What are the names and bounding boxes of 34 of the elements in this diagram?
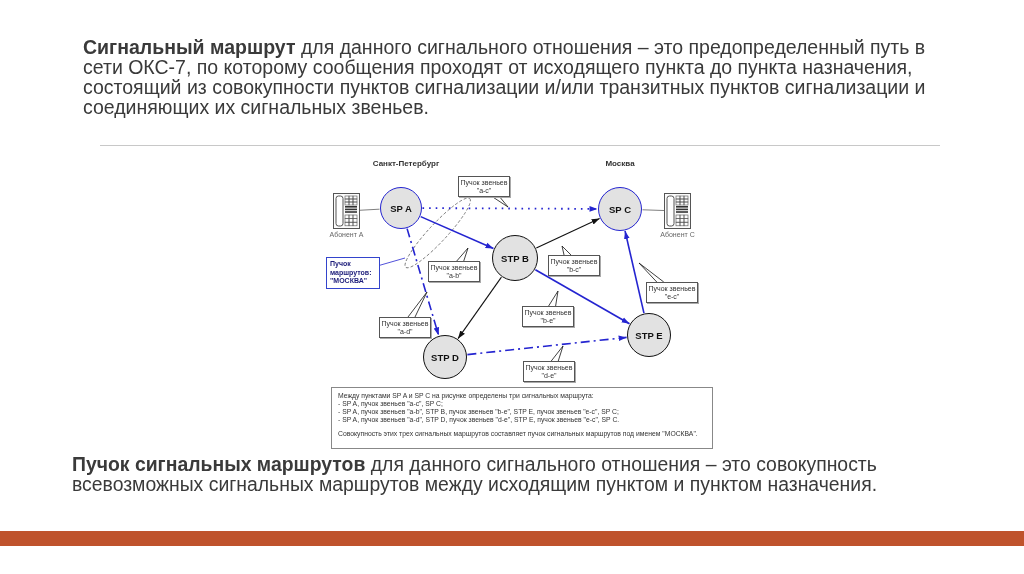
- city-heading: Москва: [605, 159, 635, 168]
- node-label: STP E: [635, 329, 663, 341]
- node-label: SP C: [609, 203, 631, 215]
- signal-point-circle: [627, 313, 671, 357]
- connector-line: [359, 208, 381, 211]
- paragraph-text: Сигнальный маршрут для данного сигнального отношения – это предопределенный путь в сети ОКС-7, по которому сообщения проходят от исходящего пункта до пункта назначения, состоящий из совокупности пунктов сигнализации и/или транзитных пунктов сигнализации и соединяющих их сигнальных звеньев.: [83, 37, 927, 117]
- signal-point-circle: [492, 235, 538, 281]
- callout-pointer: [638, 262, 665, 283]
- signal-point-circle: [423, 335, 467, 379]
- callout-pointer: [550, 345, 564, 362]
- callout-pointer: [548, 290, 559, 307]
- connector-line: [642, 209, 665, 212]
- leader-line: [379, 257, 406, 266]
- arrow: [466, 335, 628, 356]
- callout-pointer: [492, 196, 509, 208]
- callout-pointer: [561, 245, 572, 256]
- arrow: [534, 268, 631, 325]
- paragraph-text: Пучок сигнальных маршрутов для данного сигнального отношения – это совокупность всевозможных сигнальных маршрутов между исходящим пунктом и пунктом назначения.: [72, 454, 879, 494]
- node-label: STP D: [431, 351, 459, 363]
- callout-pointer: [407, 291, 428, 318]
- callout-pointer: [456, 247, 469, 262]
- arrow: [421, 206, 599, 212]
- arrow: [406, 227, 440, 337]
- signal-point-circle: [380, 187, 422, 229]
- signal-point-circle: [598, 187, 642, 231]
- arrow: [624, 230, 645, 314]
- node-label: STP B: [501, 252, 529, 264]
- node-label: SP A: [390, 202, 412, 214]
- city-heading: Санкт-Петербург: [372, 159, 440, 168]
- note-panel: [331, 387, 713, 449]
- callout-box: [326, 257, 380, 289]
- arrow: [457, 276, 502, 340]
- arrow: [535, 217, 601, 249]
- arrow: [419, 215, 495, 250]
